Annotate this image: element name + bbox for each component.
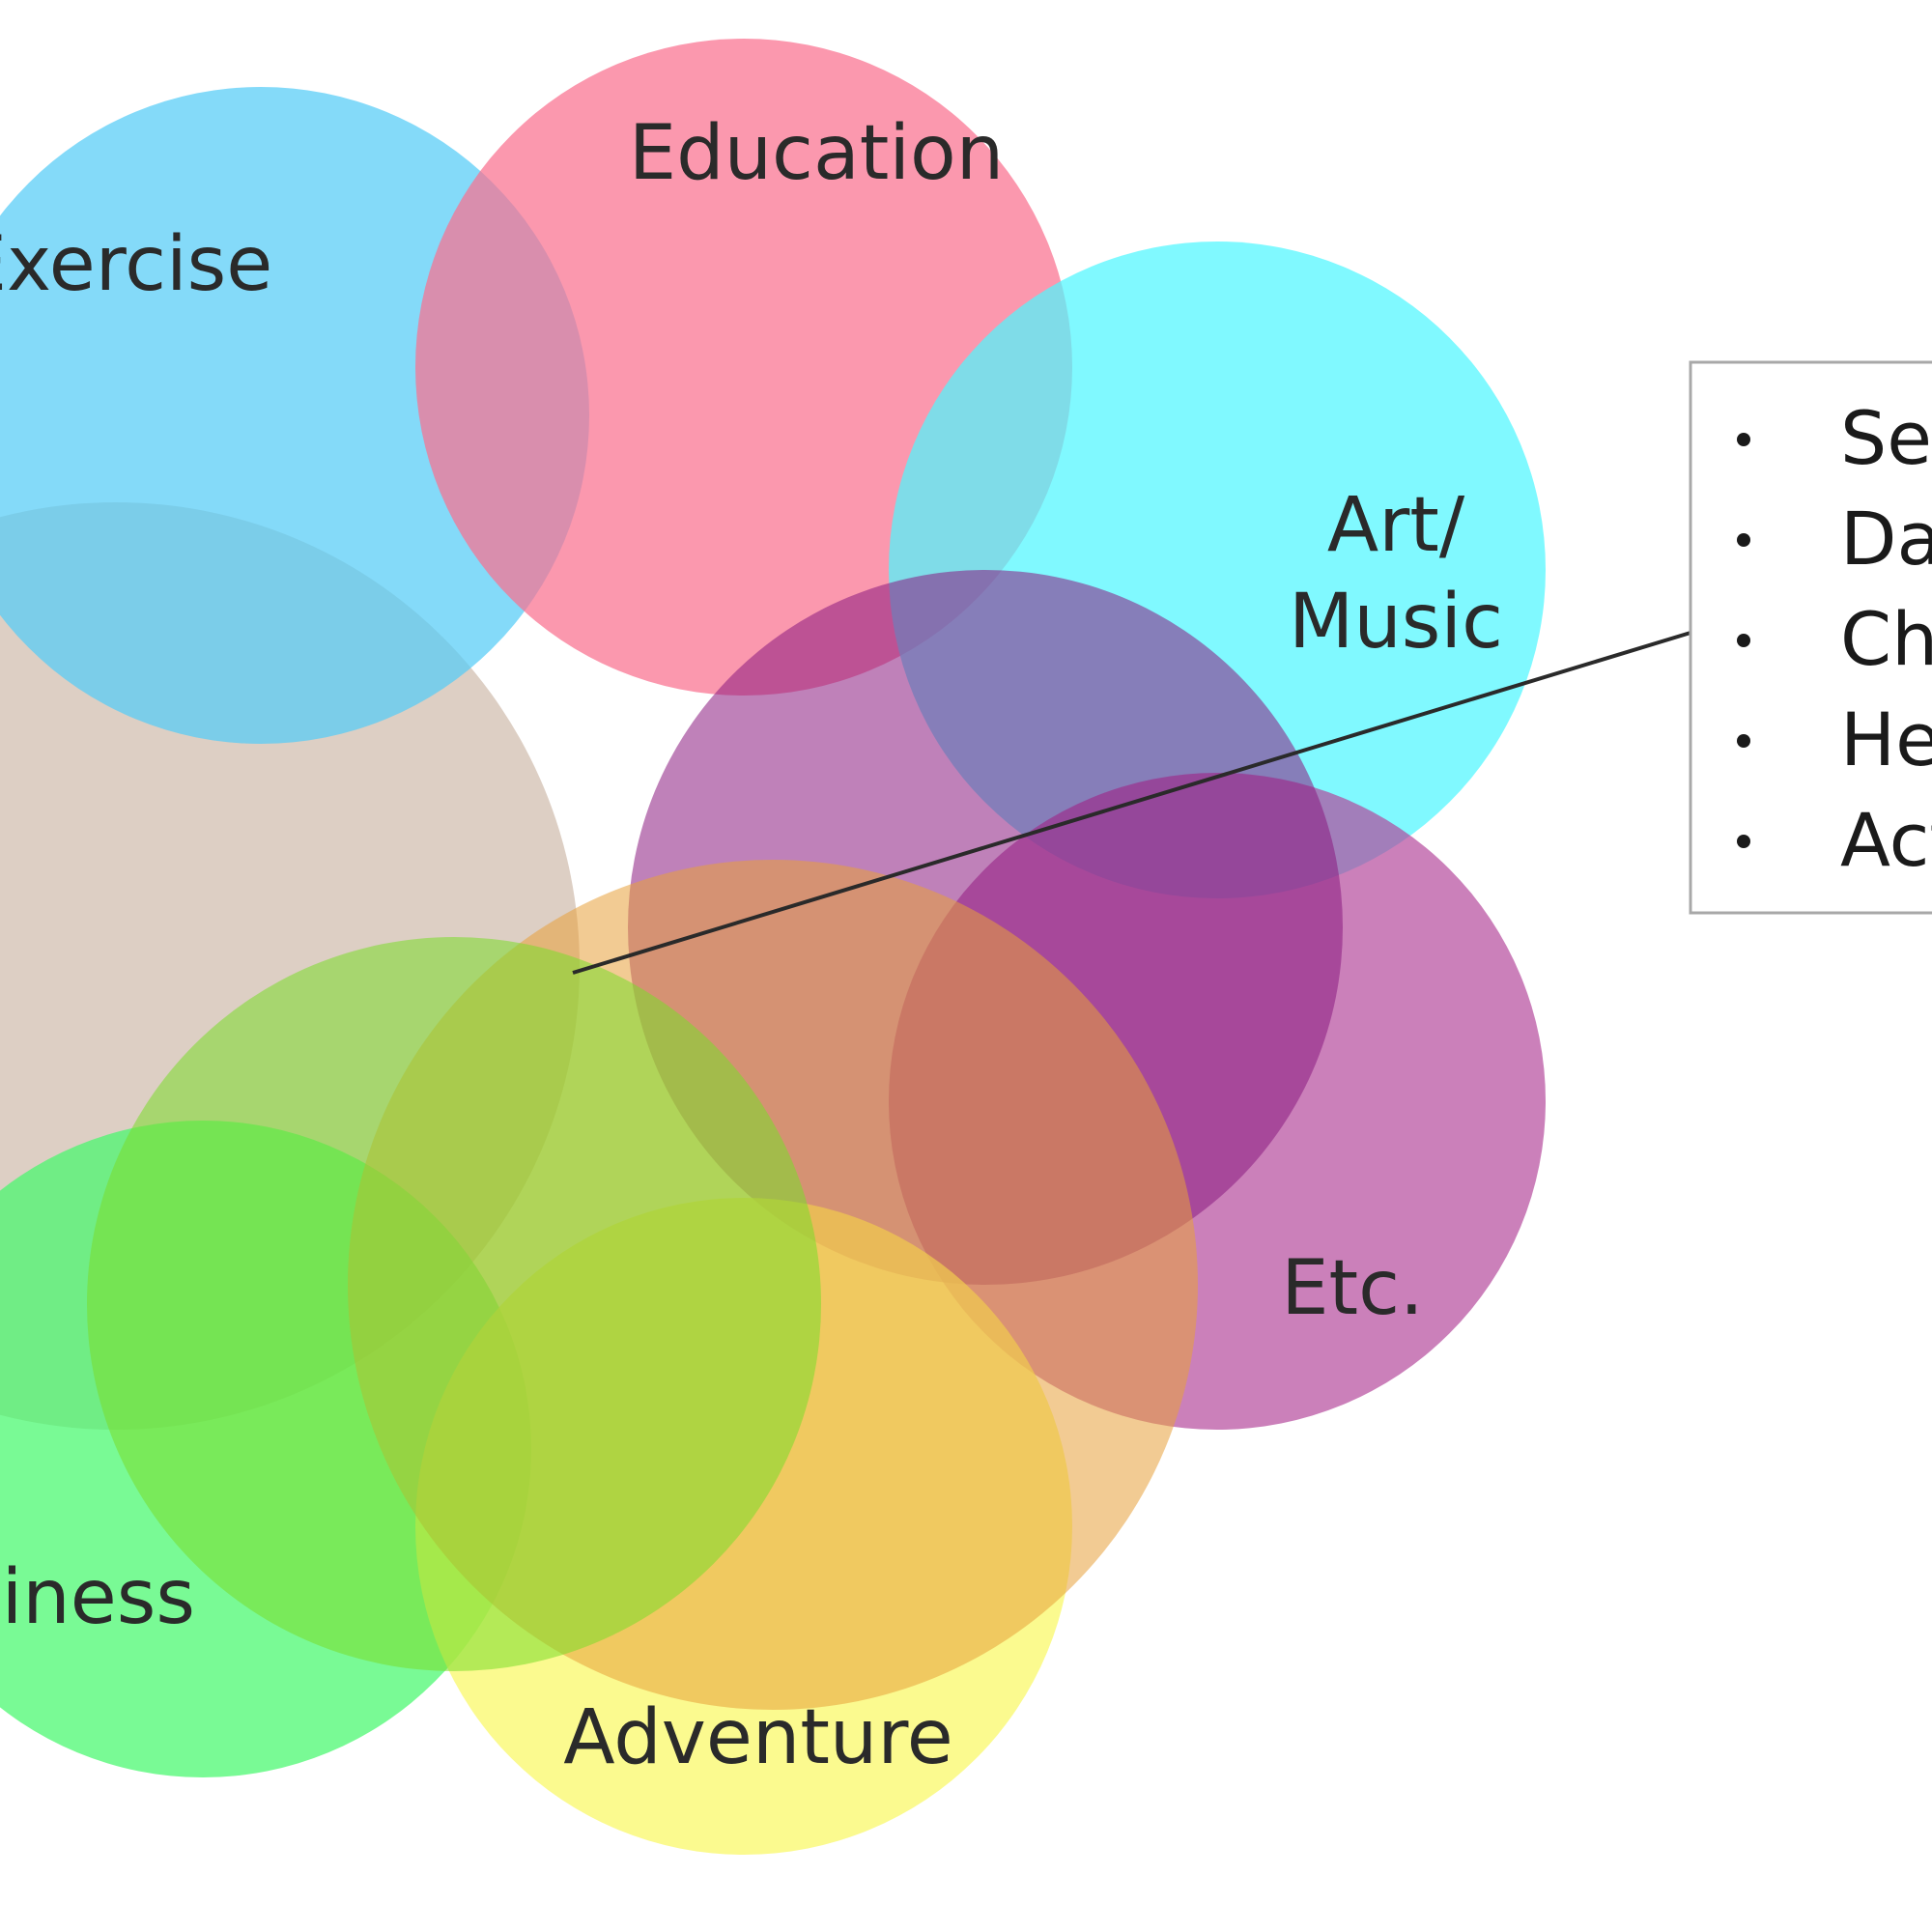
callout-bullet [1737,433,1750,446]
callout-bullet [1737,835,1750,848]
circles-layer [0,39,1546,1855]
callout-item: He [1840,696,1932,782]
callout-list: SelDaChHeAct [1737,395,1932,883]
callout-item: Ch [1840,596,1932,682]
circle-green [87,937,821,1671]
callout-bullet [1737,734,1750,748]
label-art-music: Art/Music [1289,482,1503,666]
label-education: Education [629,110,1004,197]
label-adventure: Adventure [563,1694,952,1781]
callout-bullet [1737,533,1750,547]
label-etc: Etc. [1281,1245,1424,1332]
callout-box-group: SelDaChHeAct [1689,360,1932,915]
label-business: Business [0,1554,195,1641]
callout-bullet [1737,634,1750,647]
callout-item: Da [1840,496,1932,582]
label-exercise: Exercise [0,221,272,308]
callout-pointer-line [572,631,1691,975]
callout-box [1689,360,1932,915]
callout-item: Act [1840,797,1932,883]
callout-item: Sel [1840,395,1932,481]
